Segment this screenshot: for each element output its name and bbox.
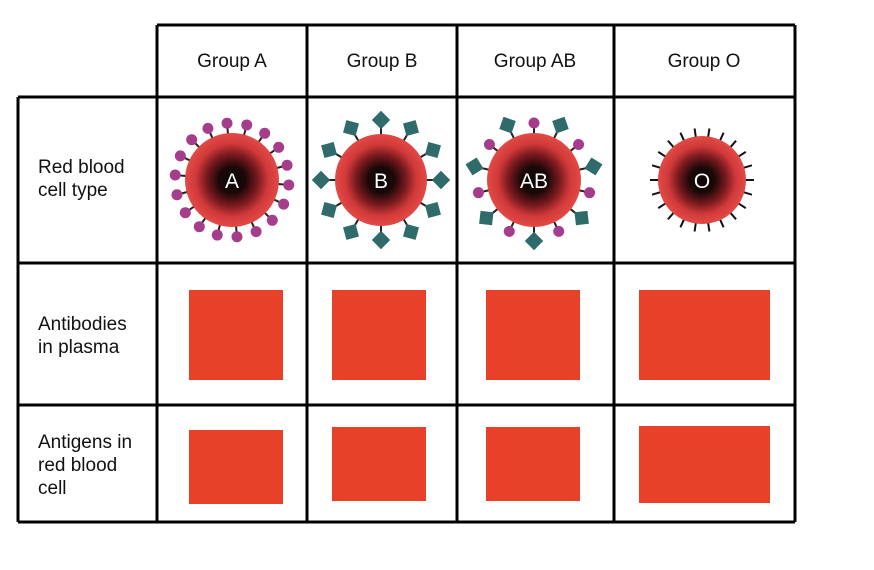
antibodies-box-group-o[interactable] [639, 290, 770, 380]
row-header-line: cell type [38, 180, 108, 201]
purple-circle-antigen-icon [221, 117, 233, 129]
teal-diamond-antigen-icon [425, 142, 441, 158]
purple-circle-antigen-icon [528, 117, 540, 129]
purple-circle-antigen-icon [573, 138, 585, 150]
teal-diamond-antigen-icon [403, 224, 419, 240]
row-header-antibodies-in-plasma: Antibodies in plasma [38, 314, 132, 358]
purple-circle-antigen-icon [174, 150, 186, 162]
antigens-box-group-o[interactable] [639, 426, 770, 503]
row-header-line: Red blood [38, 157, 125, 178]
teal-diamond-antigen-icon [425, 202, 441, 218]
antigen-ring-ab [465, 116, 603, 251]
cell-letter-a: A [225, 170, 239, 193]
antigen-ring-b [311, 110, 451, 250]
row-header-line: red blood [38, 455, 117, 476]
cell-letter-b: B [374, 170, 388, 193]
antigens-box-group-a[interactable] [189, 430, 283, 504]
purple-circle-antigen-icon [193, 221, 205, 233]
teal-diamond-antigen-icon [479, 210, 494, 226]
purple-circle-antigen-icon [553, 225, 565, 237]
purple-circle-antigen-icon [171, 189, 183, 201]
cell-body [335, 134, 427, 226]
table-grid [16, 23, 797, 524]
cell-body [487, 133, 581, 227]
cell-letter-o: O [694, 170, 710, 193]
teal-diamond-antigen-icon [552, 116, 569, 134]
purple-circle-antigen-icon [169, 169, 181, 181]
column-header-group-a: Group A [197, 51, 267, 72]
teal-diamond-antigen-icon [584, 157, 603, 176]
teal-diamond-antigen-icon [343, 120, 359, 136]
purple-circle-antigen-icon [259, 127, 271, 139]
purple-circle-antigen-icon [241, 119, 253, 131]
antigens-box-group-ab[interactable] [486, 427, 580, 501]
red-blood-cell-group-b: B [311, 110, 451, 250]
purple-circle-antigen-icon [503, 225, 515, 237]
purple-circle-antigen-icon [281, 159, 293, 171]
purple-circle-antigen-icon [483, 138, 495, 150]
purple-circle-antigen-icon [273, 141, 285, 153]
purple-circle-antigen-icon [231, 231, 243, 243]
purple-circle-antigen-icon [202, 122, 214, 134]
purple-circle-antigen-icon [211, 229, 223, 241]
antigens-box-group-b[interactable] [332, 427, 426, 501]
teal-diamond-antigen-icon [465, 157, 484, 176]
purple-circle-antigen-icon [250, 226, 262, 238]
cell-body [658, 136, 746, 224]
red-blood-cell-group-a: A [169, 117, 295, 243]
teal-diamond-antigen-icon [574, 210, 589, 226]
antibodies-box-group-a[interactable] [189, 290, 283, 380]
purple-circle-antigen-icon [179, 207, 191, 219]
teal-diamond-antigen-icon [321, 202, 337, 218]
row-header-line: Antigens in [38, 432, 132, 453]
row-header-antigens-in-red-blood-cell: Antigens in red blood cell [38, 432, 137, 499]
purple-circle-antigen-icon [278, 198, 290, 210]
column-header-group-b: Group B [347, 51, 418, 72]
teal-diamond-antigen-icon [524, 231, 544, 251]
teal-diamond-antigen-icon [403, 120, 419, 136]
teal-diamond-antigen-icon [311, 170, 331, 190]
teal-diamond-antigen-icon [321, 142, 337, 158]
purple-circle-antigen-icon [584, 187, 596, 199]
teal-diamond-antigen-icon [371, 230, 391, 250]
row-header-line: Antibodies [38, 314, 127, 335]
purple-circle-antigen-icon [186, 134, 198, 146]
purple-circle-antigen-icon [266, 214, 278, 226]
antibodies-box-group-ab[interactable] [486, 290, 580, 380]
antibodies-box-group-b[interactable] [332, 290, 426, 380]
row-header-red-blood-cell-type: Red blood cell type [38, 157, 130, 201]
teal-diamond-antigen-icon [431, 170, 451, 190]
teal-diamond-antigen-icon [343, 224, 359, 240]
row-header-line: in plasma [38, 337, 120, 358]
red-blood-cell-group-ab: AB [465, 116, 603, 251]
column-header-group-ab: Group AB [494, 51, 576, 72]
purple-circle-antigen-icon [472, 187, 484, 199]
row-header-line: cell [38, 478, 67, 499]
column-header-group-o: Group O [668, 51, 741, 72]
cell-body [185, 133, 279, 227]
teal-diamond-antigen-icon [499, 116, 516, 134]
cell-letter-ab: AB [520, 170, 548, 193]
purple-circle-antigen-icon [283, 179, 295, 191]
red-blood-cell-group-o: O [650, 128, 754, 232]
teal-diamond-antigen-icon [371, 110, 391, 130]
